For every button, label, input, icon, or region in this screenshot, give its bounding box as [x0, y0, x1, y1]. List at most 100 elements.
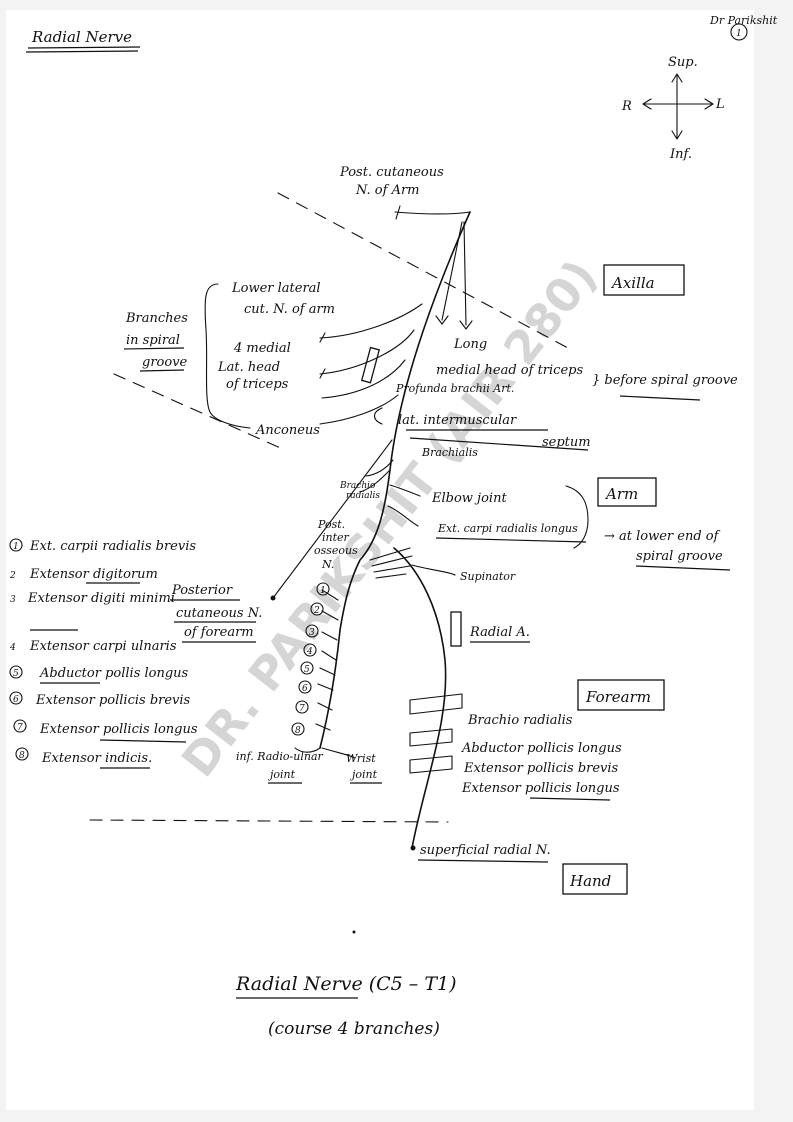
branch-number-markers: 1 2 3 4 5 6 7 8 [291, 582, 330, 736]
label-brachio-radialis-2: radialis [346, 491, 380, 501]
page-number-circle [730, 23, 748, 41]
region-arm: Arm [604, 485, 638, 503]
label-medial-lat-3: of triceps [226, 377, 289, 392]
medial-head-branch [321, 359, 406, 399]
label-lat-septum-1: lat. intermuscular [398, 413, 517, 428]
label-post-cut-arm-2: N. of Arm [355, 183, 420, 198]
before-spiral-underline [619, 395, 701, 401]
branch-marker-3 [305, 624, 319, 638]
muscle-marker-7 [13, 719, 27, 733]
boundary-forearm-hand [89, 819, 449, 823]
branch-marker-8 [291, 722, 305, 736]
branch-marker-2 [310, 602, 324, 616]
label-medial-lat-1: 4 medial [233, 341, 291, 356]
label-apl: Abductor pollicis longus [461, 741, 622, 756]
compass-sup: Sup. [668, 55, 698, 70]
muscle-list-name-5: Abductor pollis longus [39, 666, 189, 681]
branch-marker-1 [316, 582, 330, 596]
superficial-nerve-end [410, 845, 416, 851]
muscle-list-name-4: Extensor carpi ulnaris [29, 639, 177, 654]
branch-number-8: 8 [295, 726, 301, 736]
post-cutaneous-arm-branch [394, 205, 471, 220]
forearm-muscular-branches [315, 589, 339, 731]
compass-left: L [715, 97, 725, 112]
label-lower-lat-1: Lower lateral [231, 281, 321, 296]
elbow-joint-branch [389, 484, 421, 497]
label-branches-underline-2 [139, 369, 185, 372]
label-post-cut-arm-1: Post. cutaneous [339, 165, 444, 180]
watermark: DR. PARIKSHIT (AIR 280) [171, 250, 607, 787]
muscle-list-num-5: 5 [13, 669, 19, 679]
muscle-list-name-3: Extensor digiti minimi [27, 591, 175, 606]
branch-marker-4 [303, 643, 317, 657]
brachioradialis-band [409, 693, 463, 715]
supinator-pointer [411, 564, 456, 576]
muscle-list-num-7: 7 [17, 723, 23, 733]
muscle-marker-8 [15, 747, 29, 761]
radial-nerve-trunk [319, 211, 471, 749]
author-name: Dr Parikshit [709, 14, 778, 27]
label-inf-radio-ulnar-1: inf. Radio-ulnar [236, 750, 324, 763]
label-brachio-radialis-2: Brachio radialis [467, 713, 573, 728]
label-lower-lat-2: cut. N. of arm [244, 302, 335, 317]
muscle-list-num-3: 3 [10, 595, 16, 605]
page-number: 1 [736, 29, 742, 39]
label-anconeus: Anconeus [255, 423, 320, 438]
anconeus-branch [319, 394, 399, 425]
lower-end-underline [635, 565, 731, 571]
branch-number-7: 7 [299, 704, 305, 714]
label-inf-radio-ulnar-2: joint [267, 768, 296, 781]
muscle-list-num-6: 6 [13, 695, 19, 705]
muscle-list-name-2: Extensor digitorum [29, 567, 158, 582]
post-cutaneous-forearm-end [270, 595, 276, 601]
ecrl-underline [435, 537, 587, 543]
footer-title: Radial Nerve (C5 – T1) [235, 973, 457, 995]
label-lat-septum-2: septum [542, 435, 591, 450]
epb-band [409, 755, 453, 774]
muscle-list-num-2: 2 [9, 571, 16, 581]
footer-subtitle: (course 4 branches) [268, 1019, 440, 1039]
muscle-list-underline-7 [99, 739, 187, 743]
label-long-head-2: medial head of triceps [436, 363, 583, 378]
label-brachialis: Brachialis [421, 446, 478, 459]
muscle-list-name-6: Extensor pollicis brevis [35, 693, 191, 708]
arm-bracket [565, 485, 589, 549]
region-box-arm [597, 477, 657, 507]
region-box-axilla [603, 264, 685, 296]
branch-number-2: 2 [313, 606, 320, 616]
wrist-joint-branch [321, 747, 356, 759]
superficial-underline [417, 859, 549, 863]
compass-right: R [621, 99, 632, 114]
branch-number-1: 1 [320, 586, 326, 596]
region-hand: Hand [569, 872, 611, 890]
branch-marker-5 [300, 661, 314, 675]
inf-radio-ulnar-branch [294, 747, 321, 753]
muscle-list-num-1: 1 [13, 542, 19, 552]
label-lower-end-1: → at lower end of [604, 529, 721, 544]
long-head-branch-2 [459, 221, 473, 330]
brachioradialis-branch [359, 469, 391, 493]
boundary-axilla-arm [113, 373, 286, 451]
orientation-compass: Sup. Inf. R L [621, 55, 725, 162]
label-post-cut-forearm-2: cutaneous N. [176, 606, 262, 621]
label-post-cut-forearm-1: Posterior [171, 583, 233, 598]
label-branches-underline [123, 347, 185, 350]
branch-marker-6 [298, 680, 312, 694]
label-elbow-joint: Elbow joint [431, 491, 507, 506]
region-box-forearm [577, 679, 665, 711]
muscle-marker-5 [9, 665, 23, 679]
branch-number-6: 6 [302, 684, 308, 694]
label-supinator: Supinator [460, 570, 516, 583]
post-cutaneous-forearm-branch [272, 439, 393, 599]
label-before-spiral: } before spiral groove [592, 373, 738, 388]
label-radial-a: Radial A. [469, 625, 530, 640]
label-epl: Extensor pollicis longus [461, 781, 620, 796]
branch-number-3: 3 [309, 628, 315, 638]
label-epb: Extensor pollicis brevis [463, 761, 619, 776]
title-underline [27, 46, 141, 49]
branch-number-4: 4 [306, 647, 313, 657]
profunda-brachii-artery [360, 346, 381, 384]
compass-arrowheads [642, 73, 714, 140]
label-post-cut-forearm-3: of forearm [184, 625, 254, 640]
